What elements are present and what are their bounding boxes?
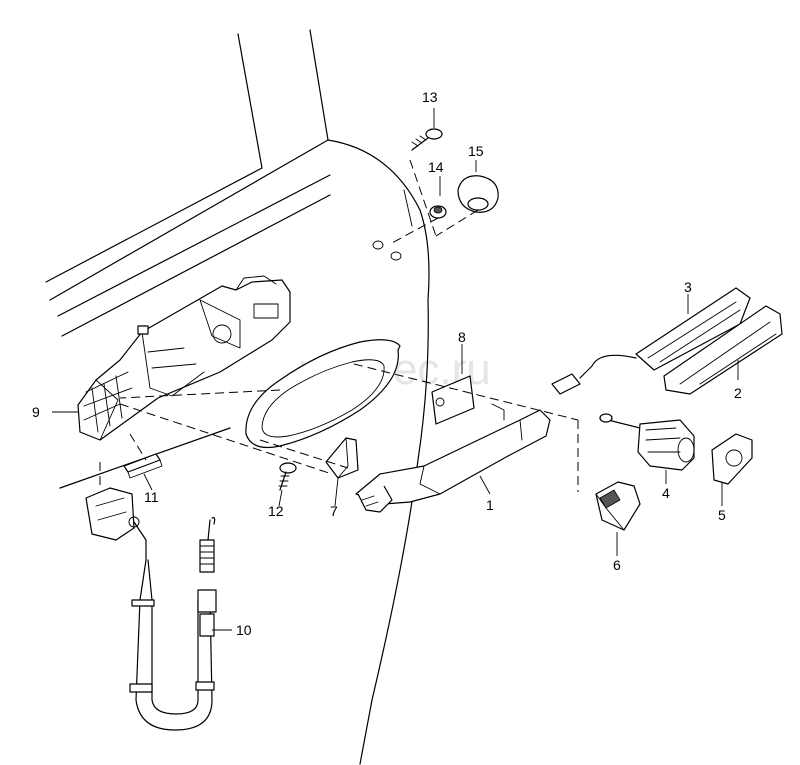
label-part-9[interactable]: 9: [32, 404, 40, 420]
part-2-trim-cover[interactable]: [663, 305, 783, 395]
part-6-cap[interactable]: [595, 481, 641, 531]
assembly-lines: [99, 159, 579, 492]
door-panel: [45, 29, 430, 765]
part-5-lock-cap[interactable]: [711, 433, 753, 485]
leader-lines: [52, 108, 739, 631]
part-labels: 13 14 15 3 2 4 5 6 8 9 11 12 7 1 10: [32, 89, 742, 638]
label-part-12[interactable]: 12: [268, 503, 284, 519]
label-part-3[interactable]: 3: [684, 279, 692, 295]
label-part-1[interactable]: 1: [486, 497, 494, 513]
label-part-15[interactable]: 15: [468, 143, 484, 159]
label-part-5[interactable]: 5: [718, 507, 726, 523]
part-13-screw[interactable]: [411, 128, 443, 151]
label-part-8[interactable]: 8: [458, 329, 466, 345]
label-part-10[interactable]: 10: [236, 622, 252, 638]
label-part-6[interactable]: 6: [613, 557, 621, 573]
part-15-plug[interactable]: [457, 175, 499, 213]
part-7-guide[interactable]: [325, 437, 359, 479]
label-part-13[interactable]: 13: [422, 89, 438, 105]
part-3-handle-trim[interactable]: [551, 287, 751, 395]
part-12-screw[interactable]: [278, 462, 297, 491]
handle-recess-trim[interactable]: [245, 339, 401, 449]
part-14-grommet[interactable]: [429, 205, 447, 219]
part-9-handle-carrier[interactable]: [77, 275, 291, 441]
part-11-clip[interactable]: [123, 453, 163, 479]
part-8-gasket[interactable]: [431, 375, 475, 425]
part-10-bowden-cable[interactable]: [85, 487, 217, 731]
label-part-11[interactable]: 11: [144, 489, 159, 505]
part-4-lock-cylinder[interactable]: [599, 413, 695, 471]
label-part-14[interactable]: 14: [428, 159, 444, 175]
label-part-2[interactable]: 2: [734, 385, 742, 401]
label-part-4[interactable]: 4: [662, 485, 670, 501]
label-part-7[interactable]: 7: [330, 503, 338, 519]
part-1-door-handle[interactable]: [355, 403, 551, 513]
